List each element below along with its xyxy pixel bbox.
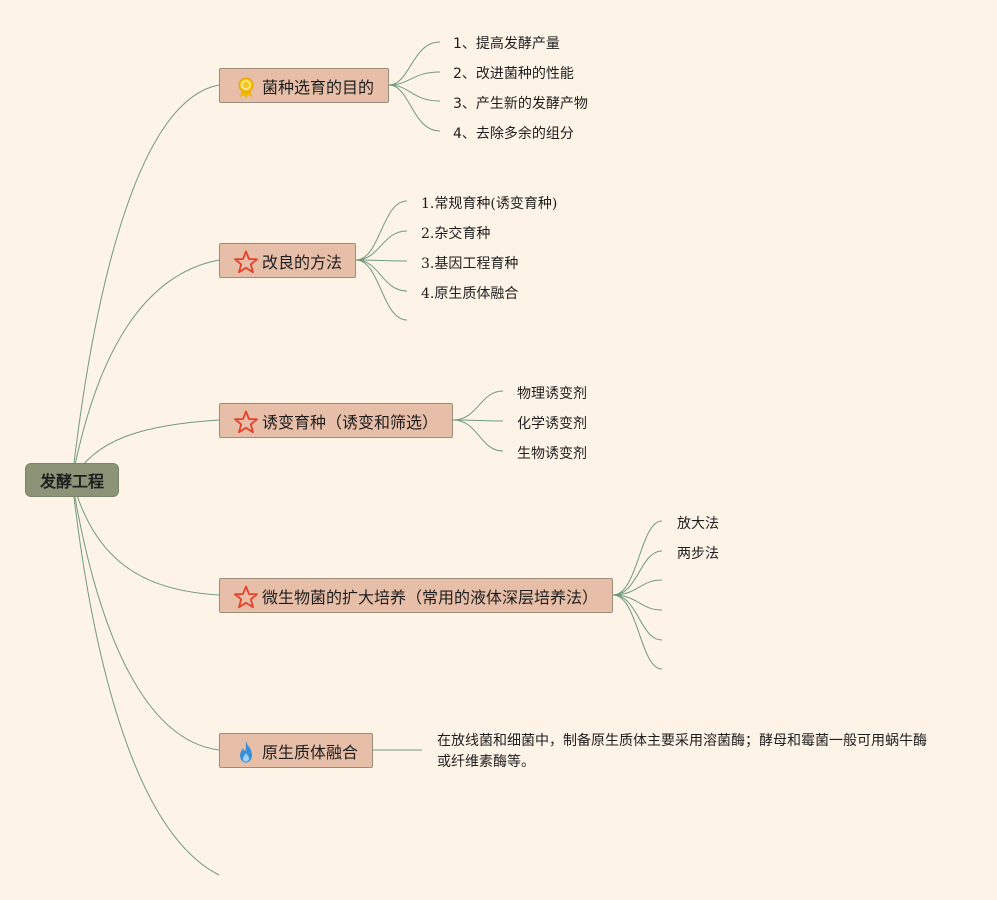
star-outline-icon <box>234 585 258 609</box>
branch-node-improvement-methods[interactable]: 改良的方法 <box>219 243 356 278</box>
star-outline-icon <box>234 410 258 434</box>
branch-label: 菌种选育的目的 <box>262 77 375 97</box>
leaf-2-1: 1.常规育种(诱变育种) <box>421 196 558 212</box>
leaf-3-1: 物理诱变剂 <box>517 386 587 402</box>
leaf-2-3: 3.基因工程育种 <box>421 256 519 272</box>
leaf-3-3: 生物诱变剂 <box>517 446 587 462</box>
root-node[interactable]: 发酵工程 <box>25 463 119 497</box>
branch-node-scale-up-culture[interactable]: 微生物菌的扩大培养（常用的液体深层培养法） <box>219 578 613 613</box>
leaf-1-4: 4、去除多余的组分 <box>453 126 574 142</box>
star-outline-icon <box>234 250 258 274</box>
link-root-extra <box>71 479 220 876</box>
branch-label: 原生质体融合 <box>262 742 359 762</box>
link-root-branch-2 <box>71 259 220 481</box>
leaf-3-2: 化学诱变剂 <box>517 416 587 432</box>
branch-label: 改良的方法 <box>262 252 343 272</box>
branch-node-protoplast-fusion[interactable]: 原生质体融合 <box>219 733 373 768</box>
leaf-1-1: 1、提高发酵产量 <box>453 36 560 52</box>
leaf-2-4: 4.原生质体融合 <box>421 286 519 302</box>
flame-icon <box>234 740 258 764</box>
branch-node-breeding-purpose[interactable]: 菌种选育的目的 <box>219 68 389 103</box>
branch-label: 微生物菌的扩大培养（常用的液体深层培养法） <box>262 587 599 607</box>
link-root-branch-5 <box>71 479 220 751</box>
leaf-4-2: 两步法 <box>677 546 719 562</box>
leaf-4-1: 放大法 <box>677 516 719 532</box>
branch-node-mutation-breeding[interactable]: 诱变育种（诱变和筛选） <box>219 403 453 438</box>
leaf-2-2: 2.杂交育种 <box>421 226 491 242</box>
protoplast-note: 在放线菌和细菌中，制备原生质体主要采用溶菌酶；酵母和霉菌一般可用蜗牛酶或纤维素酶… <box>437 733 927 770</box>
link-root-branch-4 <box>71 479 220 596</box>
root-label: 发酵工程 <box>39 472 104 491</box>
leaf-1-2: 2、改进菌种的性能 <box>453 66 574 82</box>
link-root-branch-1 <box>71 84 220 481</box>
leaf-1-3: 3、产生新的发酵产物 <box>453 96 588 112</box>
branch-label: 诱变育种（诱变和筛选） <box>262 412 439 432</box>
ribbon-badge-icon <box>234 75 258 99</box>
